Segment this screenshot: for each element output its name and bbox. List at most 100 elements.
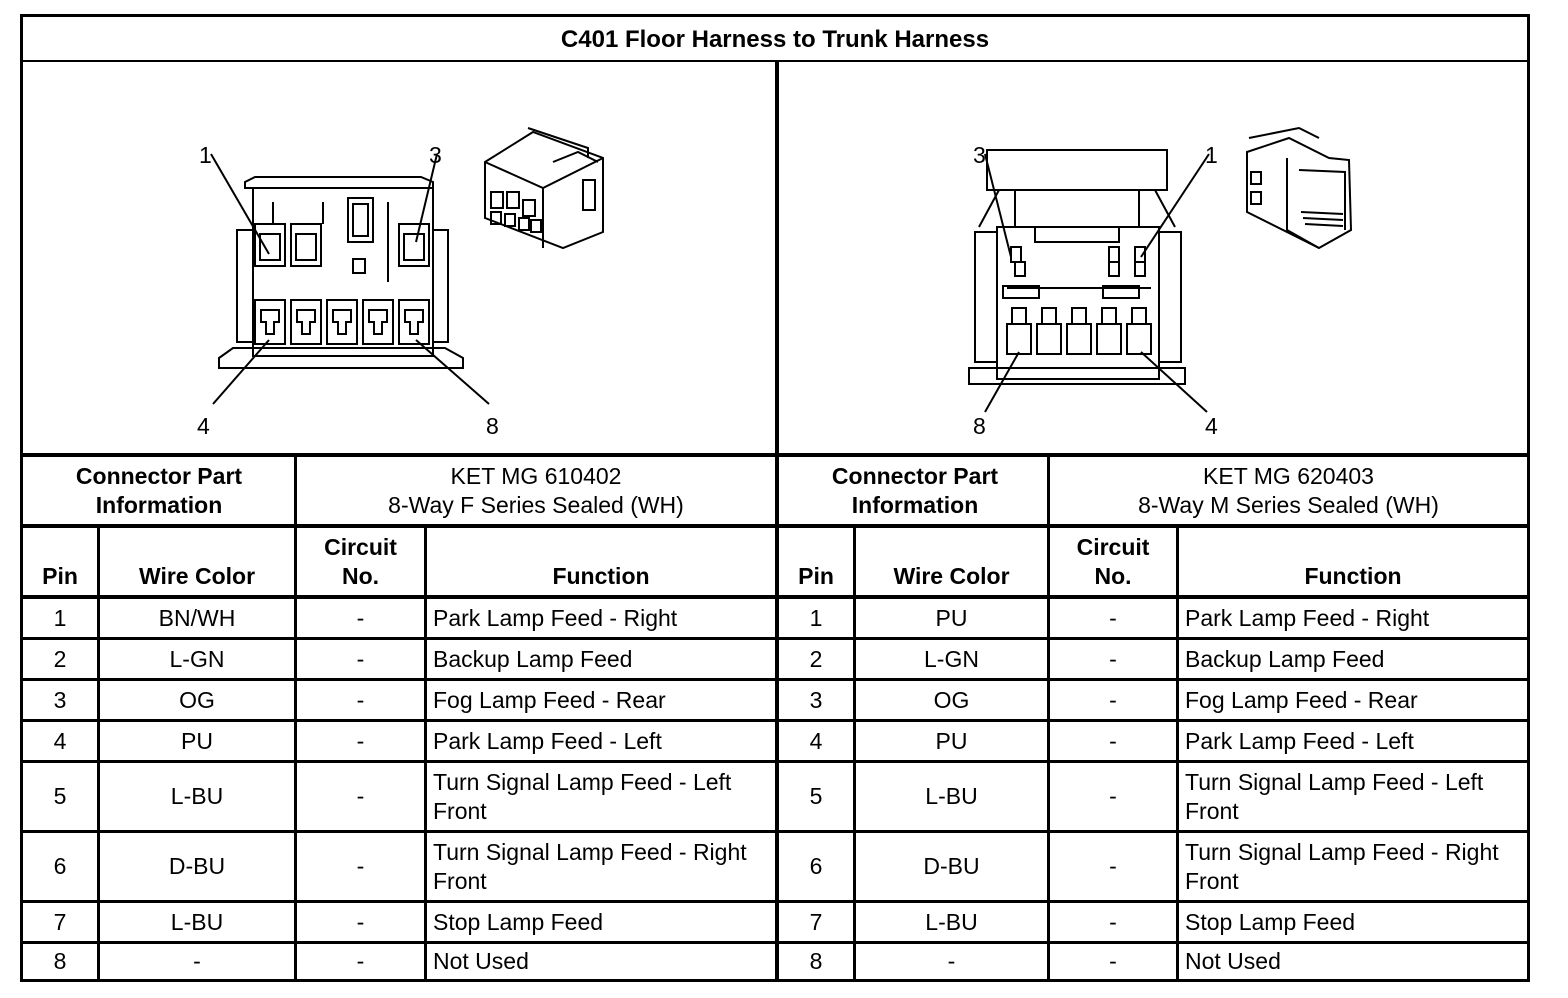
- row-rule: [23, 637, 1527, 640]
- row-rule: [23, 678, 1527, 681]
- part-info-divider-left: [294, 457, 297, 526]
- callout-1: 1: [199, 142, 212, 168]
- connector-info-label-right: Connector Part Information: [831, 462, 999, 518]
- wire-color-cell: PU: [935, 604, 968, 631]
- pin-cell: 7: [53, 908, 67, 935]
- pin-cell: 2: [53, 645, 67, 672]
- header-function: Function: [1304, 563, 1402, 589]
- part-number-right: KET MG 620403 8-Way M Series Sealed (WH): [1050, 457, 1527, 524]
- wire-color-cell: PU: [181, 727, 213, 754]
- circuit-cell: -: [356, 727, 365, 754]
- function-cell: Not Used: [433, 948, 529, 974]
- wire-color-cell: D-BU: [168, 853, 226, 879]
- pin-cell: 4: [809, 727, 823, 754]
- rule-title: [23, 60, 1527, 62]
- circuit-cell: -: [356, 853, 365, 879]
- pin-cell: 6: [53, 853, 67, 879]
- wire-color-cell: L-GN: [169, 645, 225, 672]
- function-cell: Fog Lamp Feed - Rear: [433, 686, 666, 713]
- part-line1: KET MG 620403: [1203, 462, 1374, 489]
- row-rule: [23, 830, 1527, 833]
- header-circuit: Circuit No.: [1076, 533, 1150, 589]
- header-function: Function: [552, 563, 650, 589]
- function-cell: Park Lamp Feed - Left: [1185, 727, 1414, 754]
- pin-cell: 1: [53, 604, 67, 631]
- header-wire-color: Wire Color: [893, 563, 1010, 589]
- part-line1: KET MG 610402: [450, 462, 622, 489]
- part-info-divider-right: [1047, 457, 1050, 526]
- header-pin: Pin: [798, 563, 834, 589]
- center-divider: [775, 62, 779, 979]
- circuit-cell: -: [1109, 686, 1117, 713]
- pin-cell: 3: [53, 686, 67, 713]
- col-divider: [424, 528, 427, 979]
- circuit-cell: -: [1109, 908, 1117, 935]
- wire-color-cell: L-GN: [924, 645, 979, 672]
- function-cell: Backup Lamp Feed: [1185, 645, 1385, 672]
- function-cell: Park Lamp Feed - Right: [1185, 604, 1430, 631]
- circuit-cell: -: [1109, 645, 1117, 672]
- wire-color-cell: -: [947, 948, 956, 974]
- function-cell: Park Lamp Feed - Right: [433, 604, 678, 631]
- wire-color-cell: L-BU: [925, 908, 978, 935]
- wire-color-cell: OG: [179, 686, 215, 713]
- function-cell: Fog Lamp Feed - Rear: [1185, 686, 1418, 713]
- wire-color-cell: BN/WH: [158, 604, 236, 631]
- callout-3: 3: [429, 142, 442, 168]
- function-cell: Turn Signal Lamp Feed - Left Front: [433, 768, 732, 824]
- function-cell: Stop Lamp Feed: [1185, 908, 1356, 935]
- function-cell: Turn Signal Lamp Feed - Right Front: [1185, 838, 1499, 894]
- callout-4: 4: [197, 413, 210, 439]
- function-cell: Not Used: [1185, 948, 1281, 974]
- col-divider: [1047, 528, 1050, 979]
- col-divider: [97, 528, 100, 979]
- wire-color-cell: PU: [935, 727, 968, 754]
- circuit-cell: -: [1109, 783, 1117, 809]
- sheet-title: C401 Floor Harness to Trunk Harness: [560, 25, 990, 53]
- pin-cell: 4: [53, 727, 67, 754]
- female-connector-drawing: 1 3 4 8: [197, 127, 604, 439]
- function-cell: Stop Lamp Feed: [433, 908, 604, 935]
- circuit-cell: -: [1109, 948, 1117, 974]
- wire-color-cell: L-BU: [170, 783, 224, 809]
- part-line2: 8-Way F Series Sealed (WH): [388, 491, 684, 518]
- male-connector-drawing: 3 1 8 4: [968, 126, 1353, 439]
- row-rule: [23, 900, 1527, 903]
- circuit-cell: -: [356, 645, 365, 672]
- pin-cell: 2: [809, 645, 823, 672]
- circuit-cell: -: [1109, 727, 1117, 754]
- circuit-cell: -: [356, 908, 365, 935]
- circuit-cell: -: [356, 686, 365, 713]
- col-divider: [294, 528, 297, 979]
- pin-cell: 1: [809, 604, 823, 631]
- connector-info-label-left: Connector Part Information: [75, 462, 243, 518]
- part-number-left: KET MG 610402 8-Way F Series Sealed (WH): [297, 457, 775, 524]
- function-cell: Turn Signal Lamp Feed - Left Front: [1185, 768, 1484, 824]
- pin-cell: 7: [809, 908, 823, 935]
- pin-cell: 5: [53, 783, 67, 809]
- pin-cell: 5: [809, 783, 823, 809]
- function-cell: Turn Signal Lamp Feed - Right Front: [433, 838, 747, 894]
- header-circuit: Circuit No.: [324, 533, 397, 589]
- row-rule: [23, 719, 1527, 722]
- callout-3: 3: [973, 142, 986, 168]
- callout-4: 4: [1205, 413, 1218, 439]
- wire-color-cell: OG: [933, 686, 970, 713]
- row-rule: [23, 760, 1527, 763]
- function-cell: Park Lamp Feed - Left: [433, 727, 662, 754]
- row-rule: [23, 941, 1527, 944]
- col-divider: [853, 528, 856, 979]
- callout-1: 1: [1205, 142, 1218, 168]
- pin-cell: 6: [809, 853, 823, 879]
- wire-color-cell: -: [193, 948, 201, 974]
- callout-8: 8: [486, 413, 499, 439]
- part-line2: 8-Way M Series Sealed (WH): [1138, 491, 1439, 518]
- header-pin: Pin: [42, 563, 78, 589]
- circuit-cell: -: [356, 604, 365, 631]
- callout-8: 8: [973, 413, 986, 439]
- function-cell: Backup Lamp Feed: [433, 645, 633, 672]
- pin-cell: 3: [809, 686, 823, 713]
- pin-cell: 8: [53, 948, 67, 974]
- circuit-cell: -: [1109, 853, 1117, 879]
- wire-color-cell: L-BU: [170, 908, 224, 935]
